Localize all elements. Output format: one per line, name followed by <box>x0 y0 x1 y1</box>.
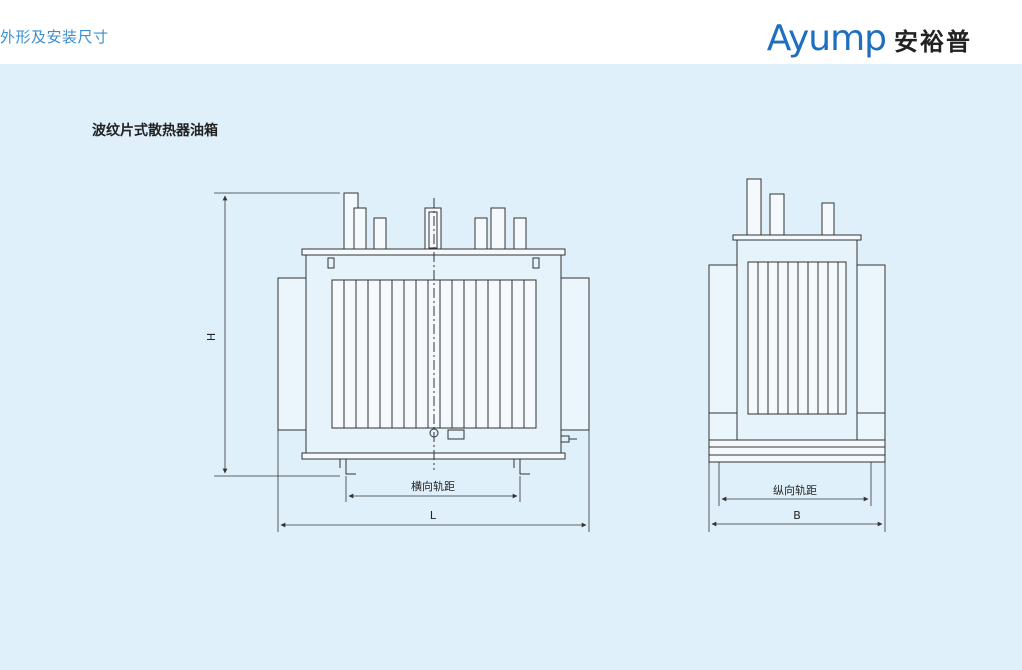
side-cover-plate <box>732 234 862 241</box>
height-dimension-label: H <box>205 333 218 341</box>
logo-latin-text: Ayump <box>766 18 887 59</box>
side-fin-panel <box>747 261 847 415</box>
logo-chinese-text: 安裕普 <box>894 28 972 56</box>
drawing-title: 波纹片式散热器油箱 <box>92 123 218 139</box>
side-view <box>708 178 886 463</box>
side-right-radiator <box>856 264 886 414</box>
front-bushings <box>343 192 527 251</box>
front-right-radiator <box>560 277 590 431</box>
side-base-rails <box>708 439 886 463</box>
longitudinal-rail-label: 纵向轨距 <box>773 483 817 497</box>
front-view <box>277 192 590 475</box>
top-bar: 外形及安装尺寸 Ayump 安裕普 <box>0 0 1022 64</box>
front-dimensions <box>214 192 590 532</box>
transverse-rail-label: 横向轨距 <box>411 479 455 493</box>
front-fins <box>343 280 525 428</box>
section-title: 外形及安装尺寸 <box>0 28 109 46</box>
side-dimensions <box>708 462 886 532</box>
brand-logo: Ayump 安裕普 <box>767 18 972 59</box>
side-bushings <box>746 178 835 236</box>
length-dimension-label: L <box>430 509 437 522</box>
side-left-radiator <box>708 264 738 414</box>
side-fins <box>757 262 839 414</box>
width-dimension-label: B <box>793 509 801 522</box>
front-left-radiator <box>277 277 307 431</box>
